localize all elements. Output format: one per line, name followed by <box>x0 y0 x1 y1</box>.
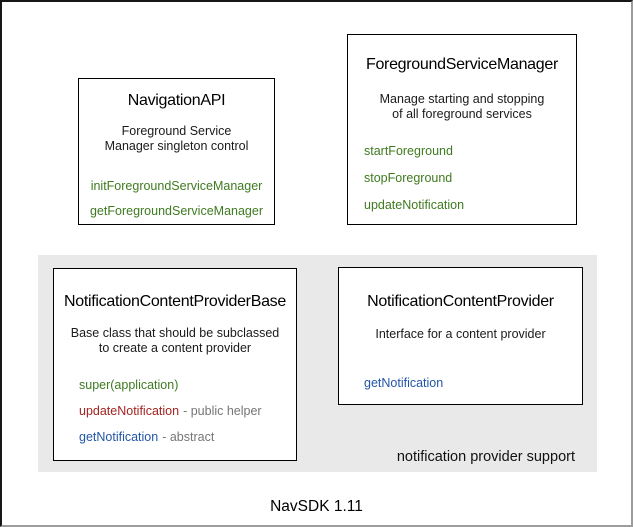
description-line: Interface for a content provider <box>375 327 546 341</box>
description-line: Foreground Service <box>121 124 232 138</box>
description-line: to create a content provider <box>98 341 252 355</box>
method-startForeground: startForeground <box>364 144 453 158</box>
method-getNotification: getNotification <box>364 376 444 390</box>
box-foreground-service-manager: ForegroundServiceManager Manage starting… <box>347 34 577 225</box>
box-title: NavigationAPI <box>127 92 226 109</box>
method-list: super(application) updateNotification- p… <box>54 377 296 445</box>
description-line: of all foreground services <box>392 107 532 121</box>
method-initForegroundServiceManager: initForegroundServiceManager <box>90 179 263 193</box>
method-list: startForeground stopForeground updateNot… <box>348 143 576 213</box>
method-list: initForegroundServiceManager getForegrou… <box>79 178 274 219</box>
box-notification-content-provider-base: NotificationContentProviderBase Base cla… <box>53 268 297 461</box>
method-label: getNotification <box>79 430 159 444</box>
method-getNotification: getNotification- abstract <box>79 429 296 445</box>
box-description: Manage starting and stopping of all fore… <box>348 92 576 122</box>
description-line: Base class that should be subclassed <box>70 326 280 340</box>
description-line: Manager singleton control <box>104 139 249 153</box>
method-updateNotification: updateNotification- public helper <box>79 403 296 419</box>
method-label: updateNotification <box>79 404 180 418</box>
box-description: Foreground Service Manager singleton con… <box>79 124 274 154</box>
method-annotation: - abstract <box>162 430 215 444</box>
box-notification-content-provider: NotificationContentProvider Interface fo… <box>338 267 583 405</box>
box-navigation-api: NavigationAPI Foreground Service Manager… <box>78 78 275 225</box>
box-title: NotificationContentProvider <box>367 293 554 310</box>
description-line: Manage starting and stopping <box>379 92 545 106</box>
method-list: getNotification <box>339 375 582 391</box>
method-updateNotification: updateNotification <box>364 198 465 212</box>
sdk-version-label: NavSDK 1.11 <box>270 498 363 515</box>
method-getForegroundServiceManager: getForegroundServiceManager <box>89 204 264 218</box>
method-label: super(application) <box>79 378 179 392</box>
box-title: NotificationContentProviderBase <box>64 293 286 310</box>
box-title: ForegroundServiceManager <box>365 56 559 73</box>
method-annotation: - public helper <box>183 404 262 418</box>
group-label: notification provider support <box>396 449 575 465</box>
box-description: Interface for a content provider <box>339 327 582 342</box>
method-super-application: super(application) <box>79 377 296 393</box>
box-description: Base class that should be subclassed to … <box>54 326 296 356</box>
method-stopForeground: stopForeground <box>364 171 453 185</box>
